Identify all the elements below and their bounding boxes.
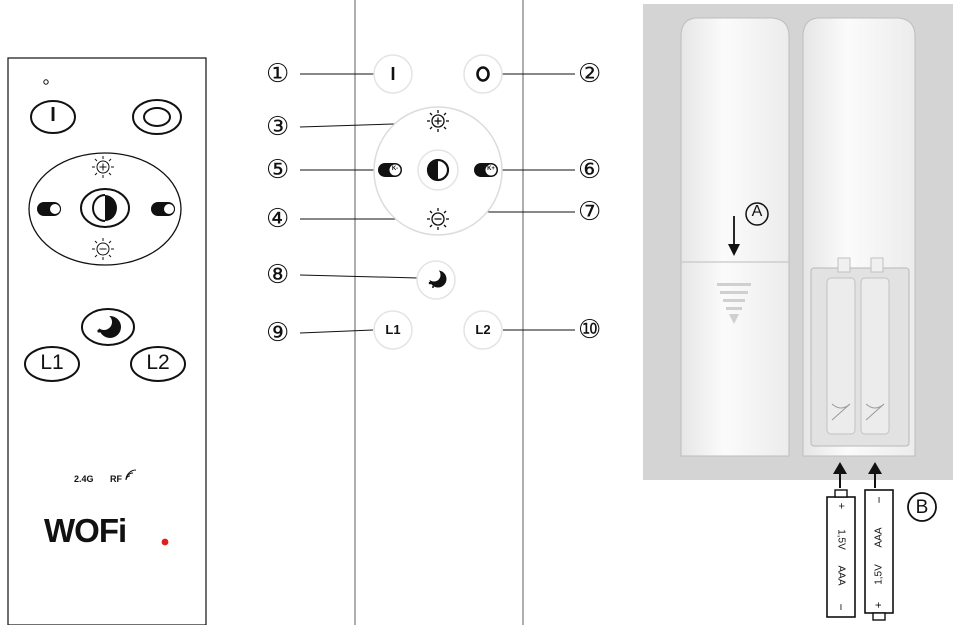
freq-label: 2.4G — [74, 474, 94, 484]
middle-on-glyph: I — [390, 64, 396, 84]
left-off-icon — [143, 107, 171, 127]
left-on-glyph: I — [50, 104, 56, 126]
battery-right-type: AAA — [873, 527, 885, 548]
callout-1: ① — [266, 59, 290, 89]
k-minus-toggle-icon — [37, 202, 61, 216]
battery-left-minus: − — [834, 603, 848, 611]
callout-7: ⑦ — [578, 197, 602, 227]
battery-left — [826, 496, 856, 618]
left-remote: I L1 L2 2.4G RF WOFi — [0, 0, 210, 625]
middle-on-button — [373, 54, 413, 94]
middle-l1-label: L1 — [385, 322, 401, 337]
mid-k-minus-toggle-icon — [378, 163, 402, 177]
mid-sun-minus-icon — [427, 208, 449, 230]
callout-9: ⑨ — [266, 318, 290, 348]
battery-left-voltage: 1,5V — [835, 529, 847, 550]
label-a-circle — [745, 202, 769, 226]
middle-remote: I L1 L2 ① ② ③ ④ ⑤ ⑥ ⑦ ⑧ ⑨ ⑩ — [260, 0, 630, 625]
rf-label: RF — [110, 474, 122, 484]
left-l2-button — [130, 346, 186, 382]
callout-3: ③ — [266, 112, 290, 142]
callout-8: ⑧ — [266, 260, 290, 290]
sun-plus-icon — [92, 156, 114, 178]
k-plus-toggle-icon — [151, 202, 175, 216]
battery-right-voltage: 1,5V — [873, 564, 885, 585]
battery-left-plus: + — [835, 502, 847, 510]
middle-off-button — [463, 54, 503, 94]
label-b-circle — [907, 492, 937, 522]
half-circle-icon — [105, 195, 117, 221]
left-l1-label: L1 — [40, 351, 64, 374]
down-arrow-icon — [728, 216, 740, 256]
middle-l2-button — [463, 310, 503, 350]
battery-right-plus: + — [873, 601, 885, 609]
battery-photo: A — [643, 4, 953, 480]
callout-5: ⑤ — [266, 155, 290, 185]
remote-back-closed — [680, 17, 790, 457]
mid-moon-stars-icon — [427, 268, 447, 288]
mid-sun-plus-icon — [427, 110, 449, 132]
k-minus-label: K- — [391, 166, 399, 172]
brand-dot — [161, 538, 169, 546]
moon-stars-icon — [96, 314, 121, 338]
led-indicator — [43, 79, 49, 85]
brand-logo: WOFi — [44, 512, 127, 549]
middle-l1-button — [373, 310, 413, 350]
callout-6: ⑥ — [578, 155, 602, 185]
left-on-button — [30, 100, 76, 134]
battery-compartment — [810, 267, 910, 447]
sun-minus-icon — [92, 238, 114, 260]
middle-remote-body — [354, 0, 524, 625]
signal-icon — [125, 469, 137, 481]
k-plus-label: K+ — [487, 166, 495, 172]
mid-half-circle-icon — [428, 160, 438, 180]
left-off-button — [132, 99, 182, 135]
callout-4: ④ — [266, 204, 290, 234]
callout-2: ② — [578, 59, 602, 89]
mid-k-plus-toggle-icon — [474, 163, 498, 177]
label-b: B — [915, 497, 929, 518]
batteries: + 1,5V AAA − − AAA 1,5V + B — [820, 462, 953, 625]
callout-10: ⑩ — [578, 315, 602, 345]
left-l2-label: L2 — [146, 351, 170, 374]
battery-left-type: AAA — [835, 565, 847, 586]
battery-right-minus: − — [872, 496, 886, 504]
battery-right — [864, 489, 894, 614]
middle-l2-label: L2 — [475, 322, 491, 337]
label-a: A — [751, 203, 763, 220]
left-l1-button — [24, 346, 80, 382]
